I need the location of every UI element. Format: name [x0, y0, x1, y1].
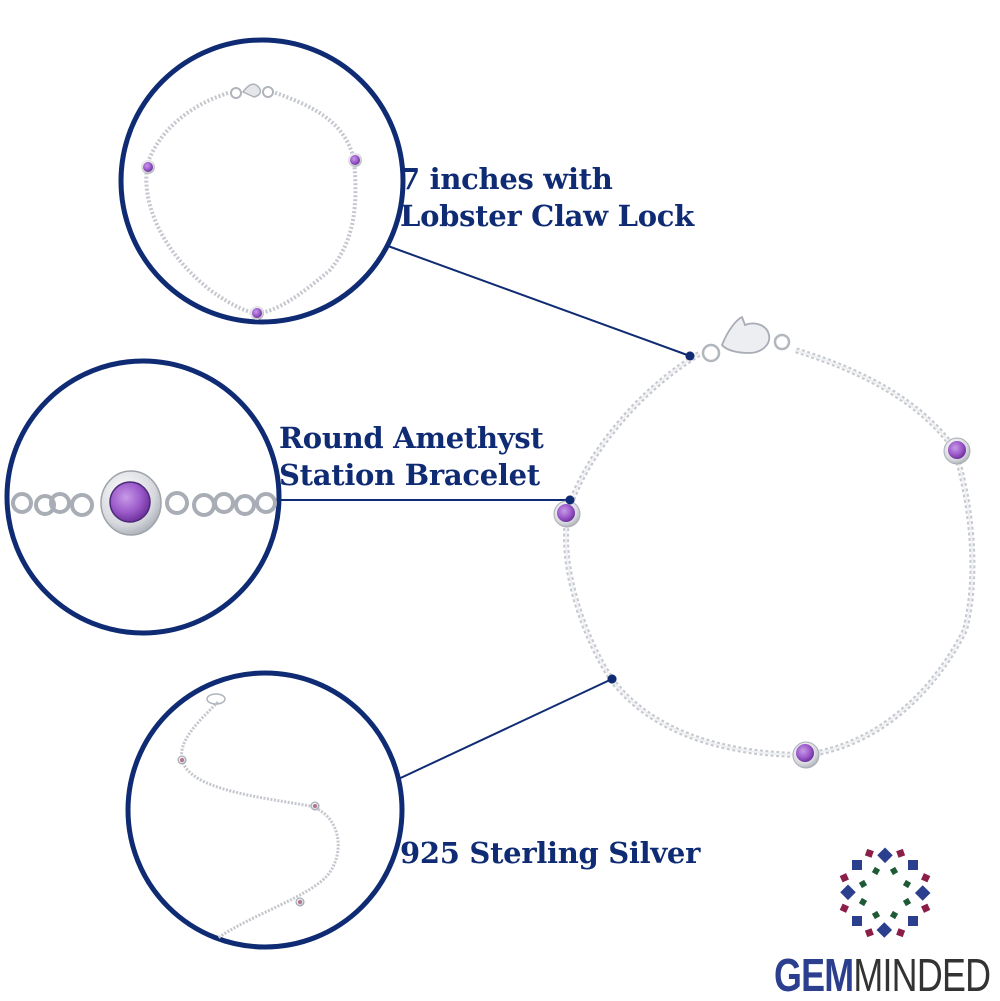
brand-logo: GEMMINDED: [774, 850, 1000, 1000]
lobster-clasp-icon: [206, 693, 226, 705]
amethyst-bezel-closeup-icon: [100, 470, 162, 536]
amethyst-station-icon: [792, 741, 820, 769]
detail-circle-s-curve: [125, 670, 405, 950]
callout-line: 925 Sterling Silver: [400, 836, 701, 870]
logo-word-gem: GEM: [774, 949, 854, 1001]
amethyst-station-icon: [250, 306, 264, 320]
callout-length-lock: 7 inches with Lobster Claw Lock: [400, 161, 694, 235]
detail-circle-stone-closeup: [4, 358, 282, 636]
callout-line: Round Amethyst: [279, 421, 544, 455]
lobster-clasp-icon: [230, 83, 274, 99]
callout-line: Station Bracelet: [279, 458, 540, 492]
callout-product-name: Round Amethyst Station Bracelet: [279, 420, 544, 494]
rolo-chain-links: [11, 491, 277, 517]
amethyst-station-icon: [348, 153, 362, 167]
lobster-clasp-icon: [701, 315, 791, 363]
amethyst-station-icon: [943, 437, 971, 465]
amethyst-station-icon: [141, 160, 155, 174]
detail-circle-full-bracelet: [118, 37, 406, 325]
leader-line-product-name: [280, 495, 575, 505]
leader-line-material: [391, 674, 617, 783]
main-bracelet-image: [553, 315, 976, 769]
callout-line: Lobster Claw Lock: [400, 199, 694, 233]
logo-word-minded: MINDED: [853, 949, 991, 1001]
logo-wordmark: GEMMINDED: [774, 949, 991, 1001]
callout-line: 7 inches with: [400, 162, 613, 196]
amethyst-station-icon: [553, 500, 581, 528]
callout-material: 925 Sterling Silver: [400, 835, 700, 872]
leader-line-length-lock: [387, 245, 695, 361]
